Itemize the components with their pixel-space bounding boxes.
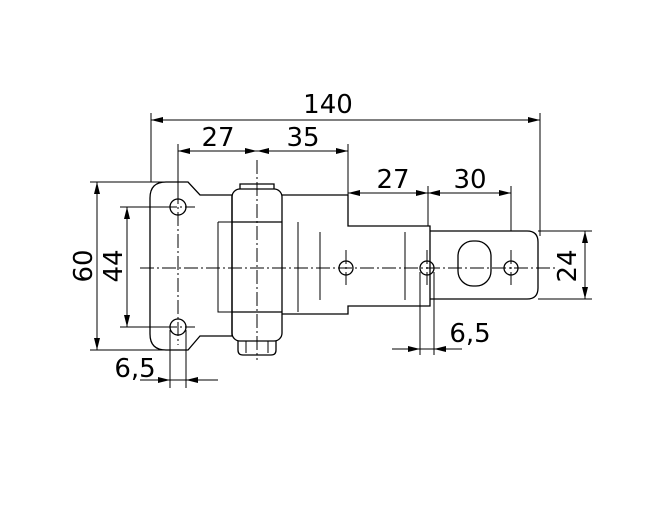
hinge-outline [149,181,539,356]
dim-140: 140 [303,90,353,120]
right-tongue [430,230,539,300]
dim-30: 30 [453,165,486,195]
extension-lines [90,113,592,388]
leaf-bend-lines [297,222,406,312]
dim-60: 60 [69,249,99,282]
dim-35: 35 [286,123,319,153]
left-plate-inner-edge [217,221,232,313]
dimension-lines [94,117,588,383]
adjust-slot [457,240,492,287]
dim-27-right: 27 [376,165,409,195]
dim-6-5-right: 6,5 [449,319,490,349]
dim-27-left: 27 [201,123,234,153]
right-leaf-wide [282,194,431,315]
dimension-labels: 140 27 35 27 30 60 44 24 6,5 6,5 [69,90,583,384]
dim-44: 44 [99,249,129,282]
pin-end-bottom-inner [245,341,269,353]
dim-6-5-left: 6,5 [114,354,155,384]
dim-24: 24 [553,249,583,282]
